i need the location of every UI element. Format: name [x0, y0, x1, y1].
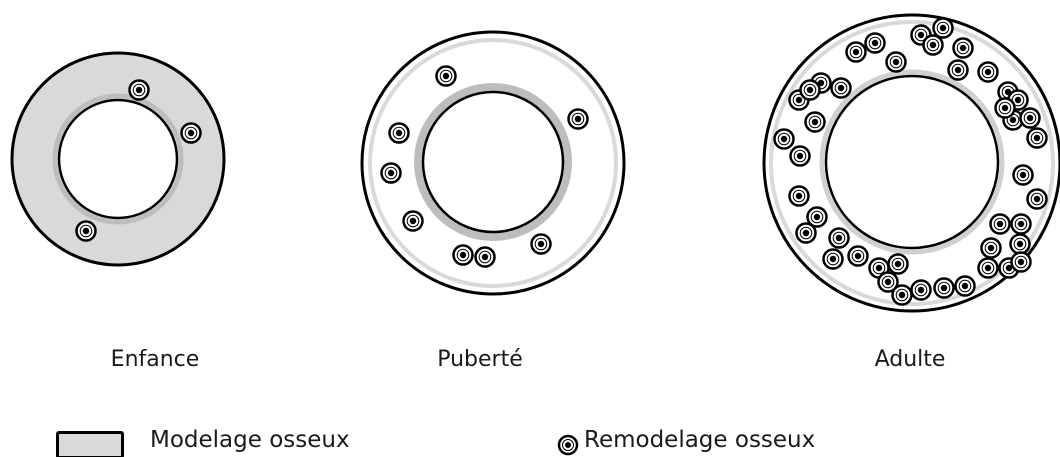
legend-remodelage-label: Remodelage osseux — [584, 427, 815, 453]
osteon-icon — [1028, 129, 1047, 148]
osteon-icon — [569, 110, 588, 129]
adulte-marrow-cavity — [826, 76, 998, 248]
adulte-cross-section — [764, 15, 1060, 311]
osteon-icon — [182, 124, 201, 143]
osteon-icon — [935, 279, 954, 298]
osteon-icon — [887, 53, 906, 72]
concentric-circles-icon — [557, 434, 579, 456]
osteon-icon — [949, 61, 968, 80]
osteon-icon — [437, 67, 456, 86]
legend-modelage-label: Modelage osseux — [150, 427, 350, 453]
stage-label-enfance: Enfance — [111, 347, 200, 372]
osteon-icon — [797, 224, 816, 243]
osteon-icon — [1011, 235, 1030, 254]
osteon-icon — [801, 81, 820, 100]
osteon-icon — [996, 99, 1015, 118]
osteon-icon — [404, 212, 423, 231]
osteon-icon — [954, 39, 973, 58]
modelage-swatch — [56, 431, 124, 457]
enfance-cross-section — [12, 53, 224, 265]
osteon-icon — [806, 113, 825, 132]
osteon-icon — [476, 248, 495, 267]
osteon-icon — [889, 255, 908, 274]
osteon-icon — [912, 281, 931, 300]
osteon-icon — [390, 124, 409, 143]
osteon-icon — [532, 235, 551, 254]
osteon-icon — [979, 63, 998, 82]
osteon-icon — [924, 36, 943, 55]
osteon-icon — [1012, 253, 1031, 272]
osteon-icon — [790, 187, 809, 206]
osteon-icon — [934, 19, 953, 38]
osteon-icon — [1014, 166, 1033, 185]
osteon-icon — [791, 147, 810, 166]
osteon-icon — [1012, 215, 1031, 234]
puberte-cross-section — [362, 32, 624, 294]
osteon-icon — [866, 34, 885, 53]
osteon-icon — [382, 164, 401, 183]
osteon-icon — [832, 79, 851, 98]
osteon-icon — [130, 81, 149, 100]
stage-label-adulte: Adulte — [875, 347, 946, 372]
osteon-icon — [982, 239, 1001, 258]
osteon-icon — [1028, 190, 1047, 209]
osteon-icon — [893, 286, 912, 305]
osteon-icon — [775, 130, 794, 149]
enfance-marrow-cavity — [59, 100, 177, 218]
osteon-icon — [77, 222, 96, 241]
osteon-icon — [991, 215, 1010, 234]
osteon-icon — [849, 247, 868, 266]
osteon-icon — [454, 246, 473, 265]
puberte-marrow-cavity — [423, 92, 563, 232]
stage-label-puberte: Puberté — [437, 347, 523, 372]
osteon-icon — [830, 229, 849, 248]
osteon-icon — [956, 277, 975, 296]
osteon-icon — [979, 259, 998, 278]
osteon-icon — [847, 43, 866, 62]
osteon-icon — [824, 250, 843, 269]
osteon-icon — [1021, 109, 1040, 128]
